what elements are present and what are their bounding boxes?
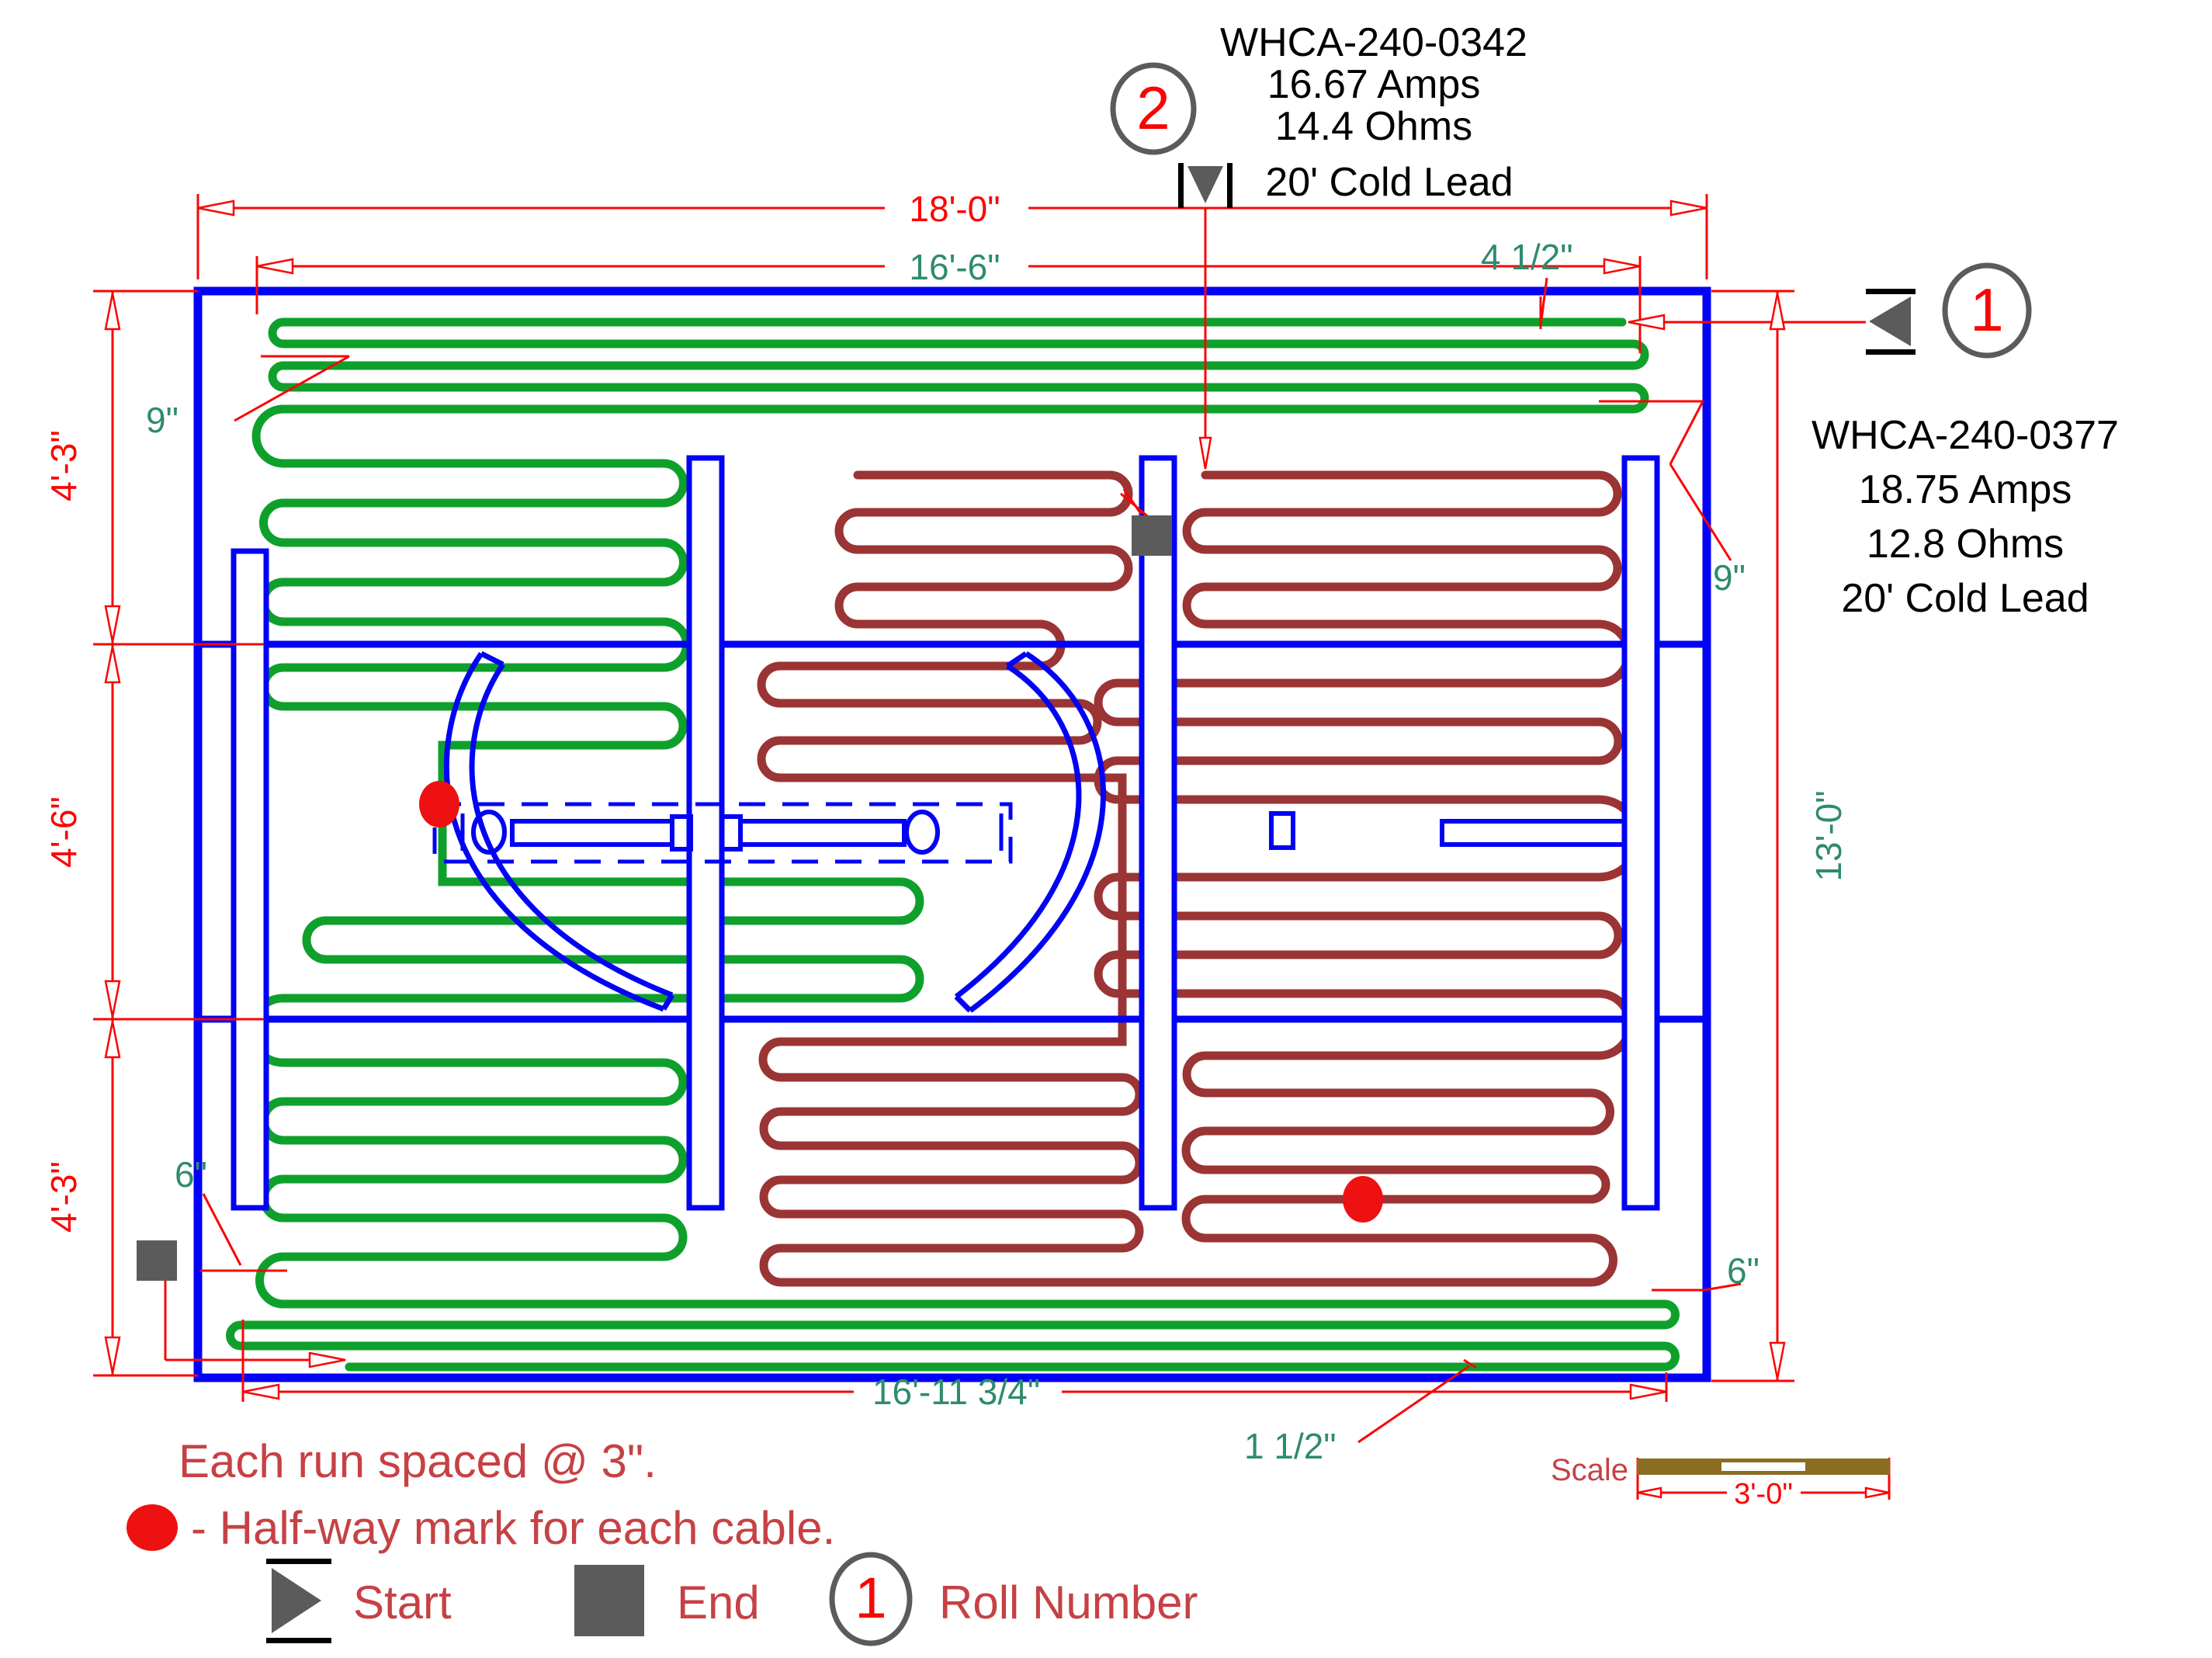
dim-bottom-edge-gap: 1 1/2" <box>1244 1426 1337 1466</box>
legend-roll-example: 1 <box>855 1566 886 1630</box>
dimension-arrowheads <box>104 199 1890 1499</box>
roll2-number: 2 <box>1136 74 1170 142</box>
legend-symbols <box>127 1504 913 1646</box>
dim-arrowhead <box>256 258 294 275</box>
dim-arrowhead <box>1864 1486 1890 1499</box>
fixture-block-3 <box>1269 811 1295 850</box>
dim-gap-bottom-left: 6" <box>175 1154 207 1195</box>
curved-wall-left <box>443 650 674 1012</box>
dimension-lines <box>93 194 1891 1500</box>
legend-start-bar-top <box>266 1559 331 1564</box>
dim-bottom-mat: 16'-11 3/4" <box>872 1372 1040 1412</box>
halfway-dot-dark_red <box>1343 1176 1383 1223</box>
scale-label: Scale <box>1551 1453 1628 1487</box>
dim-top-edge-gap: 4 1/2" <box>1481 237 1573 277</box>
roll2-cold-lead: 20' Cold Lead <box>1265 160 1513 205</box>
legend-start-triangle <box>272 1568 321 1633</box>
roll2-amps: 16.67 Amps <box>1267 62 1481 107</box>
dim-left-bottom: 4'-3" <box>43 1161 84 1233</box>
sleeper-right <box>1621 455 1660 1211</box>
fixture-vanity <box>432 802 1627 864</box>
start-marker-1-bar-top <box>1866 289 1916 294</box>
dim-arrowhead <box>104 1021 121 1059</box>
start-marker-2-bar-left <box>1178 163 1184 208</box>
markers <box>137 62 2032 1281</box>
roll2-model: WHCA-240-0342 <box>1220 20 1527 65</box>
dim-arrowhead <box>1628 314 1666 331</box>
legend-note-spacing: Each run spaced @ 3". <box>179 1435 657 1487</box>
curved-wall-right <box>954 651 1106 1013</box>
roll1-amps: 18.75 Amps <box>1859 467 2072 512</box>
fixture-outline-dashed <box>432 802 1013 864</box>
start-marker-2-triangle <box>1187 166 1223 203</box>
cable-roll-2-dark-red <box>757 470 1642 1287</box>
fixture-block-1 <box>670 814 693 852</box>
room-border <box>193 286 1711 1382</box>
roll-2-circle <box>1110 62 1197 155</box>
dim-arrowhead <box>104 605 121 643</box>
roll1-number: 1 <box>1970 276 2003 344</box>
dim-arrowhead <box>1198 436 1212 470</box>
dim-gap-top-left: 9" <box>146 400 179 440</box>
dim-arrowhead <box>1769 293 1786 331</box>
start-marker-2-bar-right <box>1227 163 1233 208</box>
dim-right-overall: 13'-0" <box>1808 790 1849 881</box>
sleeper-center-right <box>1139 455 1177 1211</box>
roll1-ohms: 12.8 Ohms <box>1867 522 2064 567</box>
legend-roll-label: Roll Number <box>939 1576 1198 1629</box>
legend-start-label: Start <box>353 1576 452 1629</box>
dim-arrowhead <box>104 293 121 331</box>
dim-arrowhead <box>104 1336 121 1374</box>
dim-gap-bottom-right: 6" <box>1727 1250 1760 1291</box>
end-marker-roll1-square <box>137 1240 177 1281</box>
legend-note-halfway: - Half-way mark for each cable. <box>191 1502 835 1554</box>
dim-left-top: 4'-3" <box>43 430 84 501</box>
fixture-drain-left <box>471 810 507 855</box>
dim-arrowhead <box>308 1351 346 1368</box>
dim-arrowhead <box>104 646 121 684</box>
dim-left-middle: 4'-6" <box>43 796 84 868</box>
fixture-bar-1 <box>510 819 674 847</box>
halfway-dot-green <box>419 781 459 827</box>
scale-length: 3'-0" <box>1734 1478 1793 1511</box>
dim-arrowhead <box>242 1383 280 1400</box>
start-marker-1-bar-bottom <box>1866 349 1916 355</box>
dim-arrowhead <box>1769 1341 1786 1379</box>
legend-roll-circle <box>829 1552 913 1646</box>
dim-top-mat: 16'-6" <box>909 247 1000 287</box>
legend-halfway-dot <box>127 1504 178 1551</box>
fixture-block-2 <box>719 814 743 852</box>
fixture-drain-right <box>904 810 940 855</box>
legend-end-square <box>574 1565 644 1636</box>
dim-gap-top-right: 9" <box>1713 557 1746 598</box>
cable-roll-1-green <box>226 317 1680 1372</box>
roll1-cold-lead: 20' Cold Lead <box>1841 576 2089 621</box>
cable-runs-layer <box>226 317 1680 1372</box>
scale-bar-middle-segment <box>1721 1462 1805 1471</box>
end-marker-roll2-square <box>1132 515 1172 556</box>
legend-end-label: End <box>677 1576 760 1629</box>
dim-top-overall: 18'-0" <box>909 189 1000 229</box>
sleeper-left <box>231 548 269 1211</box>
dim-arrowhead <box>1637 1486 1662 1499</box>
start-marker-1-triangle <box>1869 297 1911 346</box>
dim-arrowhead <box>104 980 121 1018</box>
fixture-bar-2 <box>738 819 907 847</box>
dim-arrowhead <box>1629 1383 1667 1400</box>
roll2-ohms: 14.4 Ohms <box>1275 104 1472 149</box>
roll-1-circle <box>1942 262 2032 359</box>
legend-start-bar-bottom <box>266 1638 331 1643</box>
labels: WHCA-240-0342 16.67 Amps 14.4 Ohms 20' C… <box>43 20 2119 1630</box>
sleeper-center-left <box>686 455 725 1211</box>
roll1-model: WHCA-240-0377 <box>1812 413 2119 458</box>
dim-arrowhead <box>1669 199 1708 217</box>
dim-arrowhead <box>1603 258 1641 275</box>
halfway-dots-layer <box>419 781 1383 1223</box>
dim-arrowhead <box>197 199 235 217</box>
scale-bar <box>1637 1459 1890 1475</box>
floor-structure <box>193 286 1711 1382</box>
fixture-bar-3 <box>1440 819 1627 847</box>
